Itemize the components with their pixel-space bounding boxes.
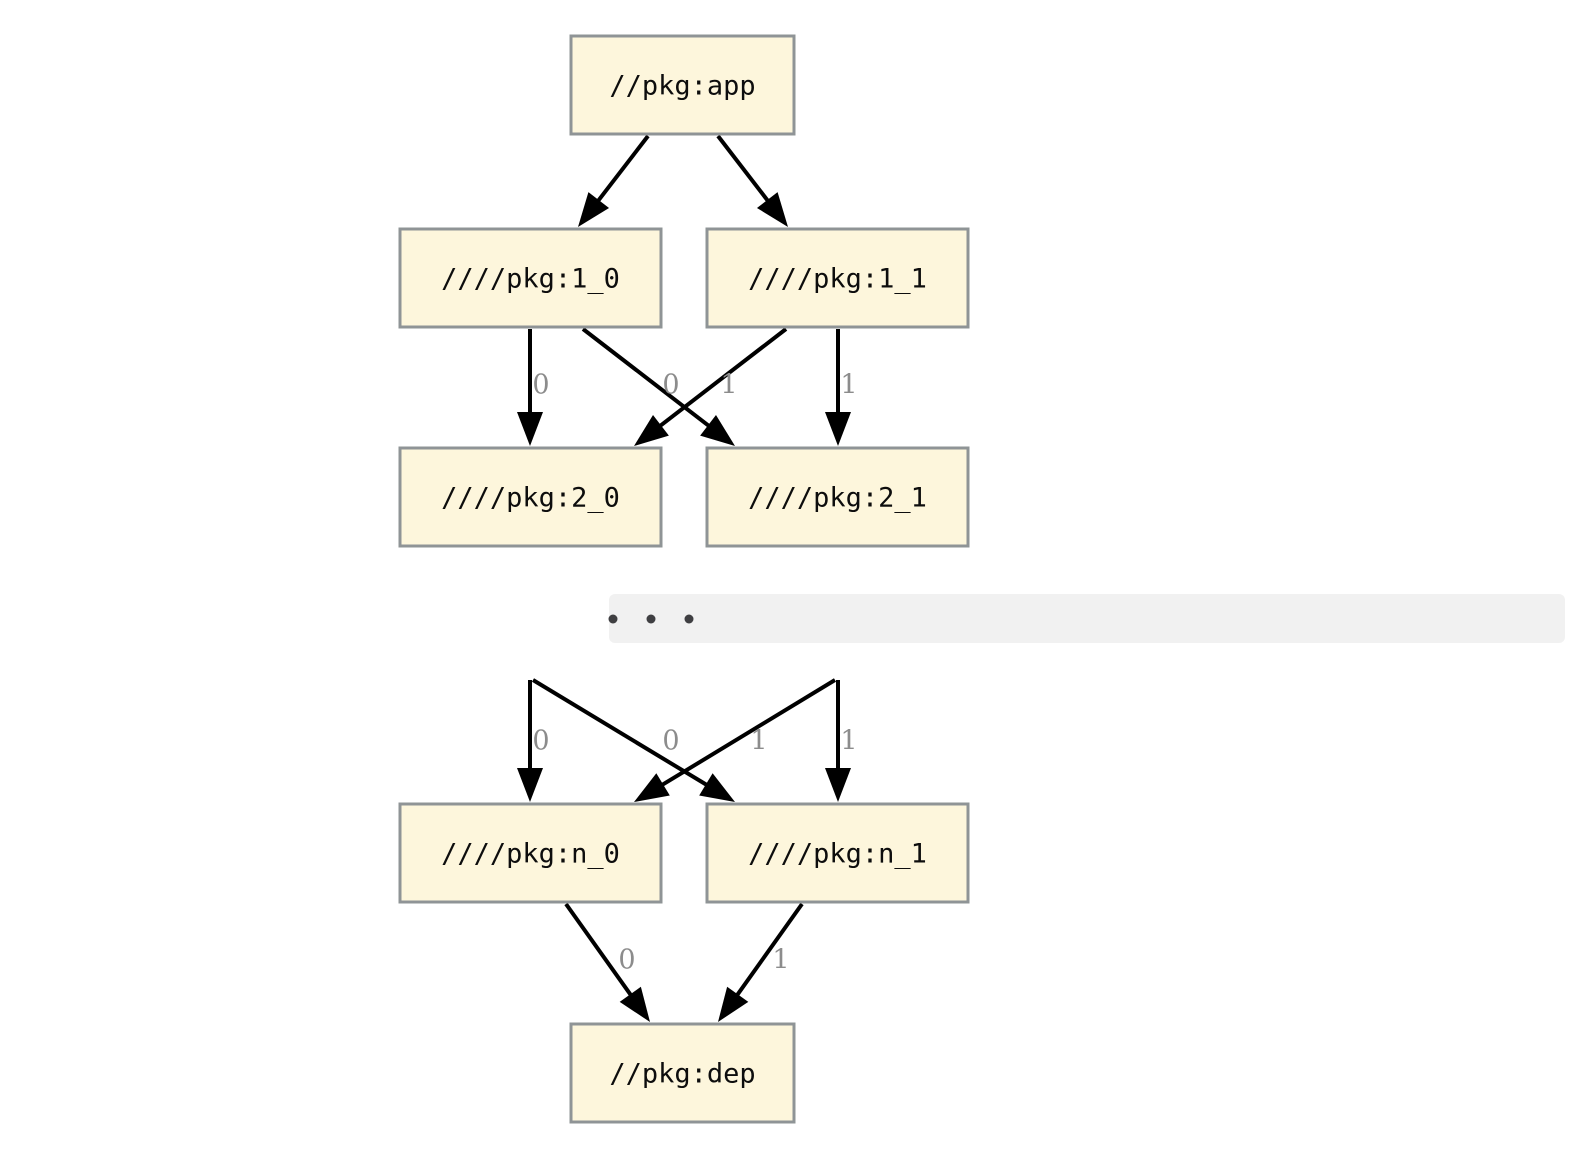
ellipsis-dot — [608, 614, 618, 624]
ellipsis-dot — [646, 614, 656, 624]
edge-label: 0 — [532, 370, 549, 401]
node-box[interactable] — [569, 1022, 796, 1124]
edge-label: 0 — [662, 370, 679, 401]
node-box[interactable] — [569, 34, 796, 136]
node-label: //pkg:dep — [609, 1059, 755, 1090]
edge-line — [531, 678, 713, 790]
graph-node-ln_1[interactable]: ////pkg:n_1 — [705, 802, 970, 904]
edge-label: 1 — [750, 726, 767, 757]
edge-arrowhead — [825, 412, 851, 446]
graph-node-l1_1[interactable]: ////pkg:1_1 — [705, 227, 970, 329]
edge-arrowhead — [718, 986, 749, 1022]
graph-node-l1_0[interactable]: ////pkg:1_0 — [398, 227, 663, 329]
edge-line — [732, 902, 804, 1001]
edge-arrowhead — [634, 414, 669, 446]
edge-arrowhead — [756, 192, 788, 227]
node-box[interactable] — [398, 802, 663, 904]
edge-arrowhead — [517, 768, 543, 802]
edge-arrowhead — [634, 773, 670, 802]
edge-line — [593, 134, 650, 207]
edge-arrowhead — [699, 773, 735, 802]
graph-node-ln_0[interactable]: ////pkg:n_0 — [398, 802, 663, 904]
edge-arrowhead — [578, 192, 610, 227]
edge-arrowhead — [700, 414, 735, 446]
edge-label: 0 — [662, 726, 679, 757]
node-label: ////pkg:n_1 — [748, 839, 927, 870]
node-label: ////pkg:2_1 — [748, 483, 927, 514]
graph-node-dep[interactable]: //pkg:dep — [569, 1022, 796, 1124]
node-label: ////pkg:1_0 — [441, 264, 620, 295]
edge-label-layer: 0 0 1 1 0 0 1 1 0 1 — [532, 370, 857, 976]
node-box[interactable] — [398, 446, 663, 548]
edge-arrowhead — [825, 768, 851, 802]
edge-label: 1 — [720, 370, 737, 401]
edge-label: 1 — [840, 726, 857, 757]
edge-arrowhead — [517, 412, 543, 446]
graph-node-l2_0[interactable]: ////pkg:2_0 — [398, 446, 663, 548]
ellipsis-separator — [608, 594, 1565, 643]
edge-label: 1 — [772, 945, 789, 976]
node-label: ////pkg:n_0 — [441, 839, 620, 870]
ellipsis-dot — [684, 614, 694, 624]
ellipsis-band — [609, 594, 1565, 643]
node-box[interactable] — [705, 446, 970, 548]
graph-node-l2_1[interactable]: ////pkg:2_1 — [705, 446, 970, 548]
edge-layer — [517, 134, 851, 1022]
edge-line — [716, 134, 773, 207]
edge-label: 1 — [840, 370, 857, 401]
edge-line — [564, 902, 636, 1001]
graph-node-app[interactable]: //pkg:app — [569, 34, 796, 136]
edge-label: 0 — [532, 726, 549, 757]
node-label: ////pkg:1_1 — [748, 264, 927, 295]
node-label: //pkg:app — [609, 71, 755, 102]
node-box[interactable] — [705, 227, 970, 329]
node-label: ////pkg:2_0 — [441, 483, 620, 514]
edge-arrowhead — [619, 986, 650, 1022]
edge-line — [656, 678, 837, 790]
node-box[interactable] — [398, 227, 663, 329]
node-layer: //pkg:app ////pkg:1_0 ////pkg:1_1 ////pkg:2… — [398, 34, 970, 1124]
node-box[interactable] — [705, 802, 970, 904]
edge-label: 0 — [618, 945, 635, 976]
edge-line — [581, 327, 715, 431]
edge-line — [654, 327, 788, 431]
